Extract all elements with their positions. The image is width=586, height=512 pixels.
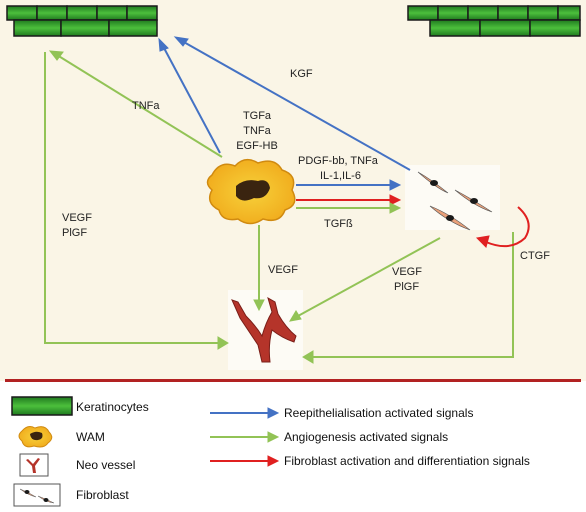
- legend-angiogenesis-label: Angiogenesis activated signals: [284, 430, 449, 444]
- neovessel: [228, 290, 303, 370]
- label-il: IL-1,IL-6: [320, 170, 361, 182]
- label-pdgf: PDGF-bb, TNFa: [298, 155, 378, 167]
- arrow-vegf-plgf-left: [44, 52, 220, 344]
- keratinocyte-icon: [11, 396, 73, 416]
- label-vegf-center: VEGF: [268, 264, 298, 276]
- label-kgf: KGF: [290, 68, 313, 80]
- label-vegf-left: VEGF: [62, 212, 92, 224]
- label-tgfa: TGFa: [242, 110, 272, 122]
- neovessel-icon: [19, 453, 49, 477]
- wam-cell: [206, 158, 296, 225]
- separator-line: [5, 379, 581, 382]
- label-tnfa: TNFa: [243, 125, 271, 137]
- fibroblast-group: [405, 165, 500, 231]
- legend-fibroblast-activation-label: Fibroblast activation and differentiatio…: [284, 454, 530, 468]
- label-plgf-right: PlGF: [394, 281, 420, 293]
- arrow-fibroblast-to-vessel: [312, 232, 514, 358]
- arrow-ctgf-loop: [485, 206, 530, 248]
- arrow-tnfa-to-keratinocytes: [56, 54, 223, 158]
- legend-wam-label: WAM: [76, 430, 105, 444]
- arrow-wam-to-keratinocytes: [163, 47, 221, 154]
- legend-neovessel-label: Neo vessel: [76, 458, 136, 472]
- arrow-kgf: [181, 40, 411, 171]
- label-egf-hb: EGF-HB: [236, 140, 278, 152]
- label-plgf-left: PlGF: [62, 227, 88, 239]
- wam-icon: [18, 426, 53, 448]
- label-ctgf: CTGF: [520, 250, 550, 262]
- arrow-vegf-plgf-right: [297, 237, 441, 317]
- label-vegf-right: VEGF: [392, 266, 422, 278]
- fibroblast-icon: [13, 483, 61, 507]
- label-tnfa-left: TNFa: [132, 100, 160, 112]
- legend-reepithelialisation-label: Reepithelialisation activated signals: [284, 406, 474, 420]
- legend-fibroblast-label: Fibroblast: [76, 488, 129, 502]
- keratinocytes-left: [6, 5, 158, 37]
- legend-keratinocytes-label: Keratinocytes: [76, 400, 149, 414]
- keratinocytes-right: [407, 5, 581, 37]
- label-tgfb: TGFß: [324, 218, 353, 230]
